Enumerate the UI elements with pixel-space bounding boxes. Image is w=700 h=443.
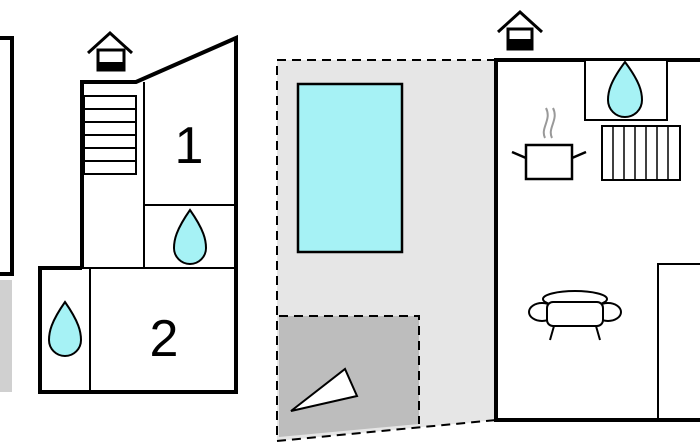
pool xyxy=(296,82,404,254)
room-label-1: 1 xyxy=(175,117,204,175)
room-label-2: 2 xyxy=(150,310,179,368)
outdoor-area xyxy=(276,59,497,442)
water-drop-icon xyxy=(172,208,208,265)
entrance-house-icon xyxy=(496,9,544,51)
stairs-icon xyxy=(83,95,137,175)
entrance-house-icon xyxy=(86,30,134,72)
left-partial-wall xyxy=(0,36,14,276)
right-building xyxy=(494,9,700,422)
left-partial-shade xyxy=(0,280,12,392)
sofa-icon xyxy=(528,290,622,341)
left-partial-building xyxy=(0,36,14,392)
stove-pot-icon xyxy=(511,107,587,181)
water-drop-icon xyxy=(47,300,83,357)
radiator-icon xyxy=(601,125,681,181)
water-drop-icon xyxy=(606,60,644,118)
middle-building: 1 2 xyxy=(38,30,238,394)
right-partial-room xyxy=(657,263,700,420)
sun-lounger-icon xyxy=(290,367,359,412)
middle-outer-wall xyxy=(38,34,238,394)
